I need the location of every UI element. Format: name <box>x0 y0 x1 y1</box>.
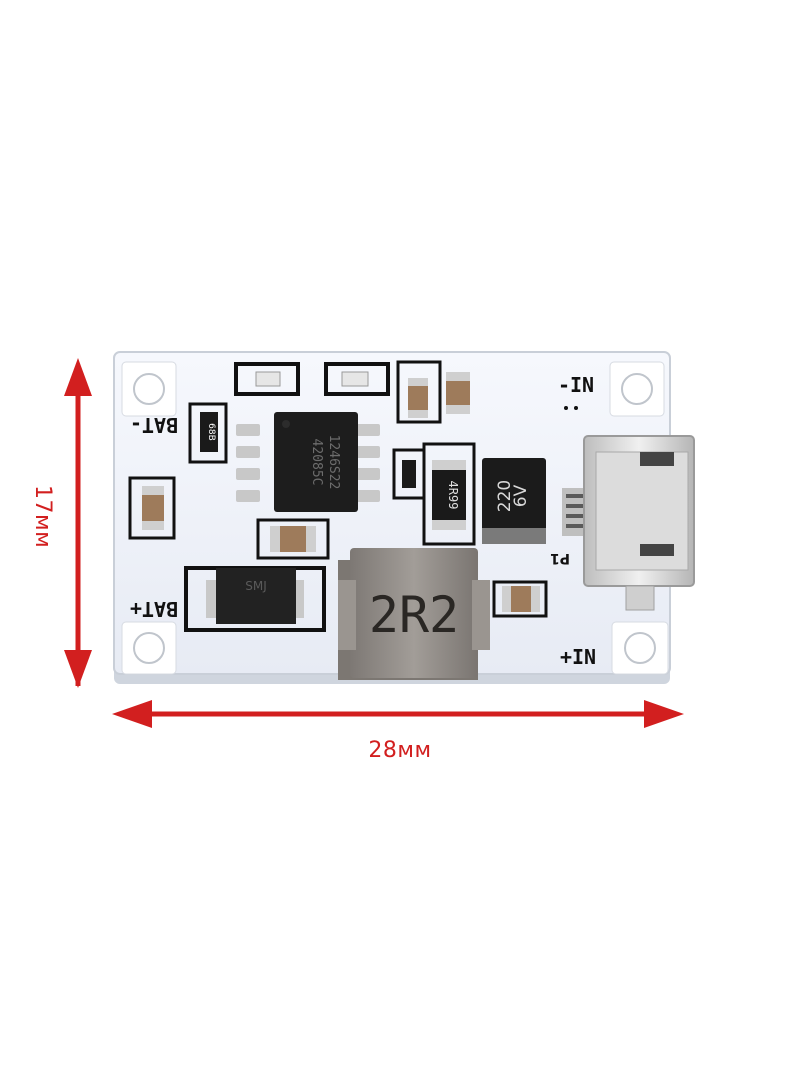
height-dimension-label: 17мм <box>30 485 55 549</box>
mounting-hole-top-left <box>121 361 177 417</box>
connector-label: P1 <box>550 550 570 566</box>
mounting-hole-bottom-right <box>611 621 669 675</box>
diode: SMJ <box>184 566 326 632</box>
capacitor-under-ic <box>256 518 330 560</box>
capacitor-marking-1: 220 <box>495 480 515 512</box>
inductor-marking: 2R2 <box>369 586 459 644</box>
small-inductor: 4R99 <box>422 442 476 546</box>
resistor-code: 68B <box>206 423 216 441</box>
ic-chip: 1246S22 42085C <box>236 412 380 512</box>
ic-marking-1: 1246S22 <box>326 435 341 490</box>
led-red <box>234 362 300 396</box>
mounting-hole-bottom-left <box>121 621 177 675</box>
label-bat-plus: BAT+ <box>130 597 178 621</box>
width-dimension-label: 28мм <box>368 738 432 763</box>
led-blue <box>324 362 390 396</box>
resistor-68b: 68B <box>188 402 228 464</box>
micro-usb-connector: P1 <box>550 435 695 611</box>
capacitor-top-1 <box>396 360 442 424</box>
ic-marking-2: 42085C <box>309 439 324 486</box>
small-inductor-marking: 4R99 <box>446 481 460 510</box>
width-dimension-arrow <box>112 700 684 728</box>
capacitor-marking-2: 6V <box>511 484 531 507</box>
pcb-board: 68B 1246S22 42085C <box>113 351 695 684</box>
power-inductor: 2R2 <box>338 548 490 680</box>
tantalum-capacitor: 220 6V <box>482 458 546 544</box>
label-in-plus: +IN <box>560 645 596 669</box>
capacitor-top-2 <box>446 372 470 414</box>
height-dimension-arrow <box>64 358 92 688</box>
label-bat-minus: BAT- <box>130 413 178 437</box>
diode-marking: SMJ <box>245 579 267 593</box>
capacitor-left <box>128 476 176 540</box>
label-in-minus: -IN <box>558 373 594 397</box>
mounting-hole-top-right <box>609 361 665 417</box>
capacitor-right <box>492 580 548 618</box>
